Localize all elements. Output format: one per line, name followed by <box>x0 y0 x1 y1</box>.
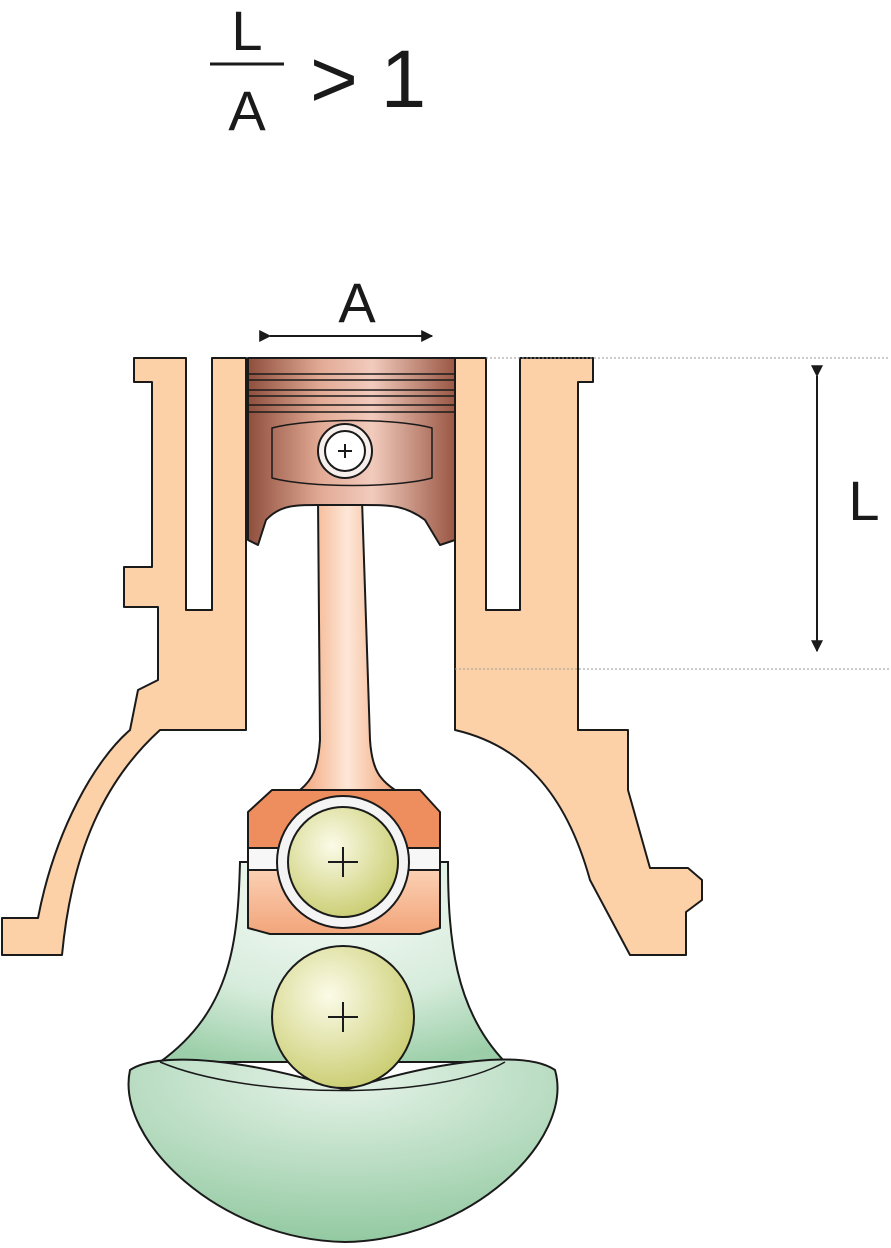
formula-relation: > 1 <box>310 34 426 125</box>
counterweight <box>127 1058 559 1244</box>
stroke-label: L <box>848 469 879 532</box>
piston-skirt-window <box>271 419 433 487</box>
bore-dimension: A <box>259 271 434 342</box>
crank-pin-center-icon <box>328 847 358 877</box>
counterweight-edge <box>159 1061 506 1092</box>
stroke-extension-lines <box>455 357 889 670</box>
piston-ring-grooves <box>248 373 455 413</box>
formula-denominator: A <box>228 79 266 142</box>
engine-block <box>1 357 703 956</box>
piston-pin-center-icon <box>338 444 352 458</box>
piston <box>247 357 456 546</box>
main-journal-center-icon <box>328 1002 358 1032</box>
formula-numerator: L <box>231 0 262 62</box>
ratio-formula: L A > 1 <box>210 0 426 142</box>
bore-label: A <box>338 271 376 334</box>
block-right-half <box>454 357 703 956</box>
rod-beam <box>299 499 396 791</box>
connecting-rod <box>247 499 441 935</box>
block-left-half <box>1 357 247 956</box>
stroke-dimension: L <box>811 365 880 653</box>
